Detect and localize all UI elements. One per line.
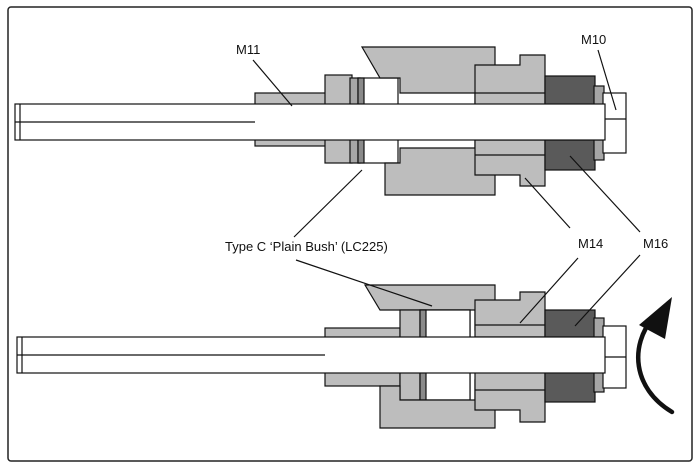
top-m10-nut [602,92,627,154]
top-m16-nut-lower [544,139,596,171]
leader-lines [252,49,641,327]
m11-leader [252,59,293,107]
m16-bottom-leader [574,254,641,327]
top-m16-nut [544,75,596,109]
bottom-m16-nut-lower [544,371,596,403]
top-assembly [14,46,627,196]
bush-top-leader [293,169,363,238]
m10-leader [597,49,617,111]
label-bush: Type C ‘Plain Bush’ (LC225) [225,239,388,254]
m14-bottom-leader [519,257,579,324]
label-m14: M14 [578,236,603,251]
bottom-m16-nut [544,309,596,338]
m14-top-leader [524,177,571,229]
m16-top-leader [569,155,641,233]
label-m11: M11 [236,42,260,57]
bush-bottom-leader [295,259,433,307]
curved-arrow-icon [635,297,675,415]
label-m10: M10 [581,32,606,47]
bottom-assembly [16,284,627,429]
label-m16: M16 [643,236,668,251]
